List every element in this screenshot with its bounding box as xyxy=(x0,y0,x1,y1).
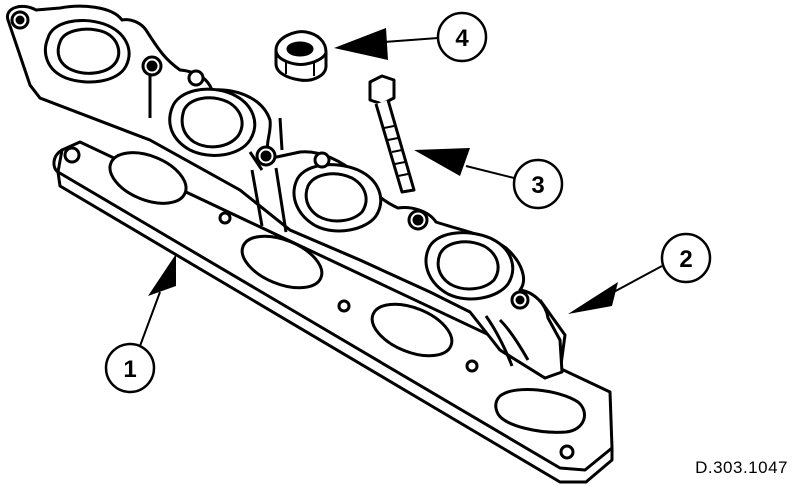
arrow-icon xyxy=(568,282,618,314)
callout-2: 2 xyxy=(568,232,712,314)
callout-3-label: 3 xyxy=(531,172,544,199)
callout-1: 1 xyxy=(104,254,176,394)
callout-3: 3 xyxy=(414,148,564,210)
callout-4: 4 xyxy=(334,11,488,63)
nut-icon xyxy=(274,30,328,82)
gasket-icon xyxy=(52,140,614,484)
arrow-icon xyxy=(148,254,176,296)
stud-bolt-icon xyxy=(368,74,416,194)
arrow-icon xyxy=(334,28,388,60)
callout-1-label: 1 xyxy=(123,356,136,383)
arrow-icon xyxy=(414,148,470,176)
exhaust-manifold-icon xyxy=(5,4,567,380)
callout-2-label: 2 xyxy=(679,246,692,273)
callout-4-label: 4 xyxy=(455,25,469,52)
figure-reference-code: D.303.1047 xyxy=(695,458,788,477)
